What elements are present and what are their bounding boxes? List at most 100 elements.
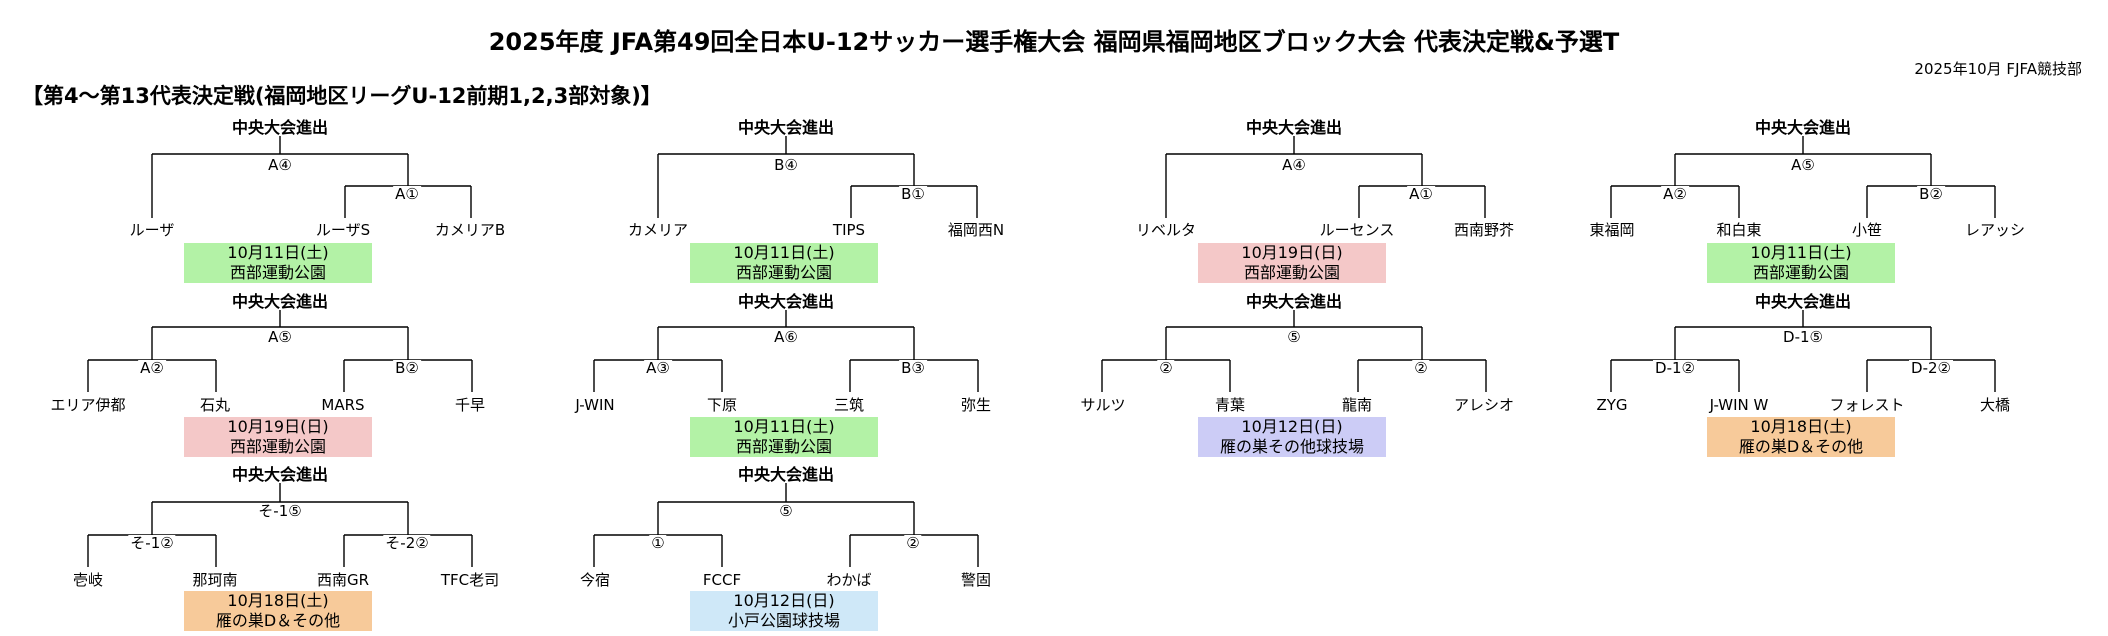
team-name: 青葉 xyxy=(1214,396,1246,414)
team-name: J-WIN W xyxy=(1709,396,1769,414)
team-name: レアッシ xyxy=(1964,221,2026,239)
final-match-label: A④ xyxy=(266,156,294,174)
semi-match-label: B② xyxy=(1917,185,1945,203)
match-venue: 西部運動公園 xyxy=(1752,263,1849,282)
final-match-label: A⑥ xyxy=(772,328,800,346)
team-name: 那珂南 xyxy=(192,571,238,589)
team-name: カメリアB xyxy=(434,221,506,239)
bracket-heading: 中央大会進出 xyxy=(1245,118,1343,137)
bracket-heading: 中央大会進出 xyxy=(231,292,329,311)
match-date: 10月19日(日) xyxy=(227,417,329,436)
team-name: TIPS xyxy=(832,221,866,239)
bracket-heading: 中央大会進出 xyxy=(1245,292,1343,311)
semi-match-label: ② xyxy=(904,534,922,552)
team-name: 三筑 xyxy=(833,396,865,414)
venue-box: 10月11日(土) 西部運動公園 xyxy=(690,417,878,457)
bracket-heading: 中央大会進出 xyxy=(737,118,835,137)
team-name: ルーザ xyxy=(129,221,175,239)
team-name: リベルタ xyxy=(1135,221,1197,239)
team-name: 大橋 xyxy=(1979,396,2011,414)
bracket-heading: 中央大会進出 xyxy=(1754,118,1852,137)
venue-box: 10月18日(土) 雁の巣D＆その他 xyxy=(1707,417,1895,457)
team-name: 和白東 xyxy=(1716,221,1762,239)
bracket-heading: 中央大会進出 xyxy=(231,465,329,484)
team-name: わかば xyxy=(826,571,872,589)
team-name: 警固 xyxy=(960,571,992,589)
team-name: TFC老司 xyxy=(440,571,500,589)
semi-match-label: B② xyxy=(393,359,421,377)
match-date: 10月11日(土) xyxy=(1750,243,1852,262)
team-name: 千早 xyxy=(454,396,486,414)
match-venue: 雁の巣D＆その他 xyxy=(215,611,341,630)
team-name: 今宿 xyxy=(579,571,611,589)
team-name: ZYG xyxy=(1596,396,1628,414)
bracket-heading: 中央大会進出 xyxy=(737,465,835,484)
team-name: 西南GR xyxy=(316,571,370,589)
final-match-label: D-1⑤ xyxy=(1781,328,1825,346)
semi-match-label: B① xyxy=(899,185,927,203)
team-name: ルーセンス xyxy=(1319,221,1395,239)
team-name: アレシオ xyxy=(1453,396,1515,414)
final-match-label: そ-1⑤ xyxy=(256,502,304,520)
team-name: J-WIN xyxy=(575,396,615,414)
team-name: 下原 xyxy=(706,396,738,414)
semi-match-label: D-2② xyxy=(1909,359,1953,377)
team-name: エリア伊都 xyxy=(50,396,126,414)
team-name: MARS xyxy=(321,396,365,414)
venue-box: 10月12日(日) 雁の巣その他球技場 xyxy=(1198,417,1386,457)
semi-match-label: A① xyxy=(1407,185,1435,203)
semi-match-label: A② xyxy=(138,359,166,377)
match-date: 10月18日(土) xyxy=(227,591,329,610)
team-name: カメリア xyxy=(627,221,689,239)
team-name: 福岡西N xyxy=(947,221,1005,239)
bracket-heading: 中央大会進出 xyxy=(1754,292,1852,311)
semi-match-label: ① xyxy=(649,534,667,552)
team-name: 東福岡 xyxy=(1589,221,1635,239)
semi-match-label: D-1② xyxy=(1653,359,1697,377)
match-venue: 雁の巣その他球技場 xyxy=(1219,437,1364,456)
venue-box: 10月19日(日) 西部運動公園 xyxy=(184,417,372,457)
venue-box: 10月18日(土) 雁の巣D＆その他 xyxy=(184,591,372,631)
match-date: 10月11日(土) xyxy=(227,243,329,262)
semi-match-label: A② xyxy=(1661,185,1689,203)
page-title: 2025年度 JFA第49回全日本U-12サッカー選手権大会 福岡県福岡地区ブロ… xyxy=(488,28,1620,56)
venue-box: 10月12日(日) 小戸公園球技場 xyxy=(690,591,878,631)
team-name: FCCF xyxy=(702,571,742,589)
team-name: 小笹 xyxy=(1851,221,1883,239)
match-venue: 西部運動公園 xyxy=(229,437,326,456)
match-venue: 西部運動公園 xyxy=(229,263,326,282)
final-match-label: ⑤ xyxy=(1285,328,1303,346)
match-date: 10月12日(日) xyxy=(733,591,835,610)
match-date: 10月12日(日) xyxy=(1241,417,1343,436)
match-date: 10月11日(土) xyxy=(733,417,835,436)
bracket-heading: 中央大会進出 xyxy=(231,118,329,137)
semi-match-label: B③ xyxy=(899,359,927,377)
bracket-heading: 中央大会進出 xyxy=(737,292,835,311)
match-date: 10月11日(土) xyxy=(733,243,835,262)
team-name: 弥生 xyxy=(960,396,992,414)
team-name: 石丸 xyxy=(199,396,231,414)
section-heading: 【第4～第13代表決定戦(福岡地区リーグU-12前期1,2,3部対象)】 xyxy=(22,84,662,108)
venue-box: 10月11日(土) 西部運動公園 xyxy=(1707,243,1895,283)
match-venue: 小戸公園球技場 xyxy=(727,611,840,630)
match-date: 10月19日(日) xyxy=(1241,243,1343,262)
team-name: 壱岐 xyxy=(72,571,104,589)
final-match-label: A⑤ xyxy=(1789,156,1817,174)
venue-box: 10月11日(土) 西部運動公園 xyxy=(690,243,878,283)
match-venue: 雁の巣D＆その他 xyxy=(1738,437,1864,456)
team-name: 西南野芥 xyxy=(1453,221,1515,239)
team-name: ルーザS xyxy=(315,221,371,239)
team-name: フォレスト xyxy=(1829,396,1905,414)
match-venue: 西部運動公園 xyxy=(1243,263,1340,282)
semi-match-label: A① xyxy=(393,185,421,203)
semi-match-label: そ-1② xyxy=(128,534,176,552)
match-venue: 西部運動公園 xyxy=(735,263,832,282)
team-name: 龍南 xyxy=(1341,396,1373,414)
final-match-label: ⑤ xyxy=(777,502,795,520)
final-match-label: A④ xyxy=(1280,156,1308,174)
final-match-label: A⑤ xyxy=(266,328,294,346)
venue-box: 10月11日(土) 西部運動公園 xyxy=(184,243,372,283)
semi-match-label: そ-2② xyxy=(383,534,431,552)
match-venue: 西部運動公園 xyxy=(735,437,832,456)
